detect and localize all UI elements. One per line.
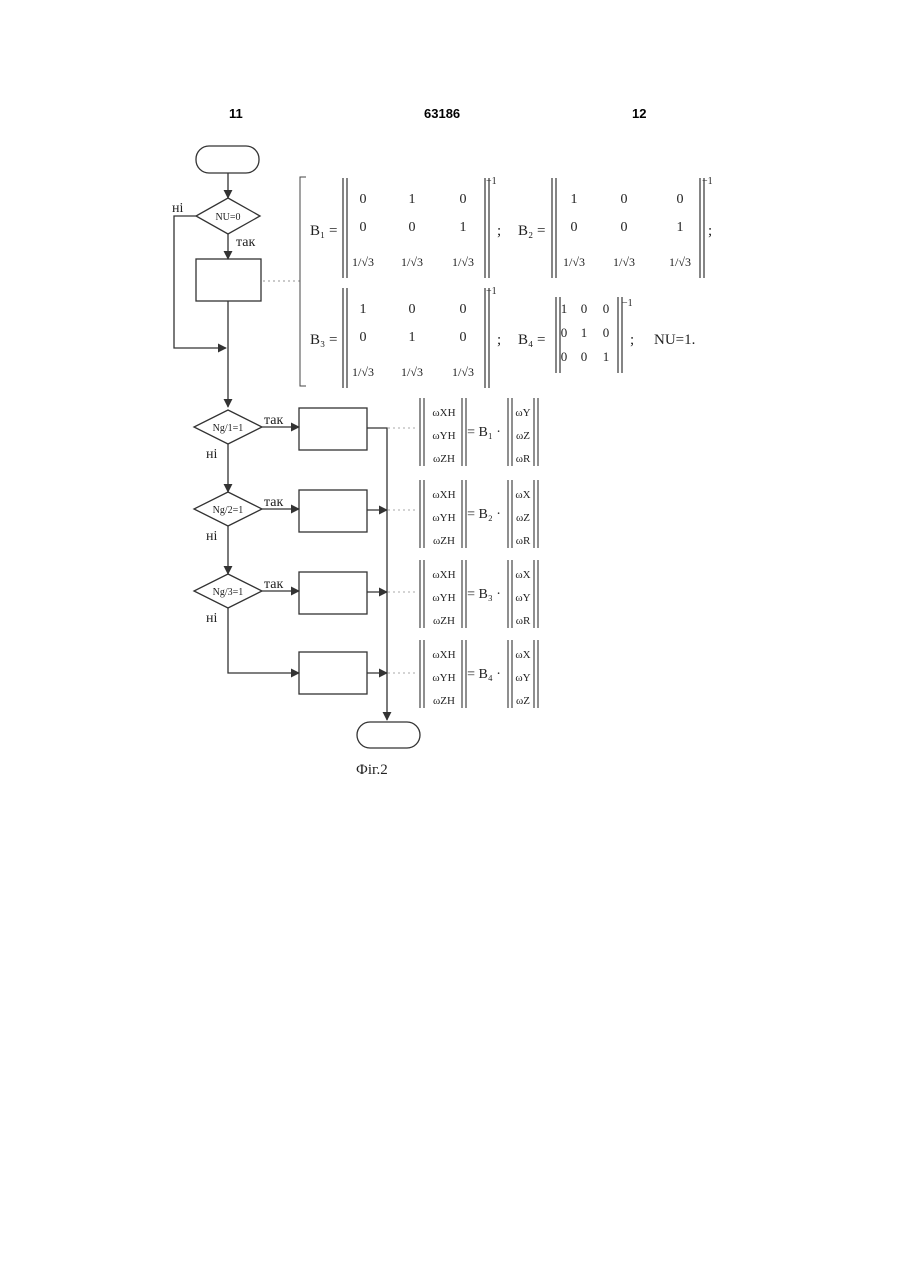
equation-lhs-cell: ωZH	[433, 535, 455, 547]
equation-rhs-cell: ωZ	[516, 430, 530, 442]
equation-operator: = B₄ ·	[467, 667, 501, 682]
equations: ωXH ωYH ωZH = B₁ · ωY ωZ ωR ωXH ωYH ωZH = B₂ · ωX ωZ…	[0, 0, 901, 760]
equation-operator: = B₃ ·	[467, 587, 501, 602]
equation-lhs-cell: ωYH	[432, 512, 455, 524]
equation-lhs-cell: ωZH	[433, 453, 455, 465]
equation-lhs-cell: ωZH	[433, 695, 455, 707]
equation-operator: = B₁ ·	[467, 425, 501, 440]
equation-lhs-cell: ωXH	[432, 569, 455, 581]
equation-rhs-cell: ωY	[515, 672, 530, 684]
equation-rhs-cell: ωR	[516, 535, 531, 547]
equation-lhs-cell: ωXH	[432, 649, 455, 661]
equation-lhs-cell: ωXH	[432, 407, 455, 419]
equation-rhs-cell: ωY	[515, 592, 530, 604]
equation-rhs-cell: ωZ	[516, 695, 530, 707]
figure-caption: Фіг.2	[356, 762, 388, 779]
equation-lhs-cell: ωYH	[432, 672, 455, 684]
equation-rhs-cell: ωR	[516, 615, 531, 627]
equation-rhs-cell: ωZ	[516, 512, 530, 524]
equation-lhs-cell: ωXH	[432, 489, 455, 501]
equation-lhs-cell: ωZH	[433, 615, 455, 627]
equation-operator: = B₂ ·	[467, 507, 501, 522]
equation-lhs-cell: ωYH	[432, 592, 455, 604]
equation-rhs-cell: ωX	[515, 489, 530, 501]
equation-lhs-cell: ωYH	[432, 430, 455, 442]
equation-rhs-cell: ωR	[516, 453, 531, 465]
equation-rhs-cell: ωX	[515, 569, 530, 581]
equation-rhs-cell: ωX	[515, 649, 530, 661]
equation-rhs-cell: ωY	[515, 407, 530, 419]
